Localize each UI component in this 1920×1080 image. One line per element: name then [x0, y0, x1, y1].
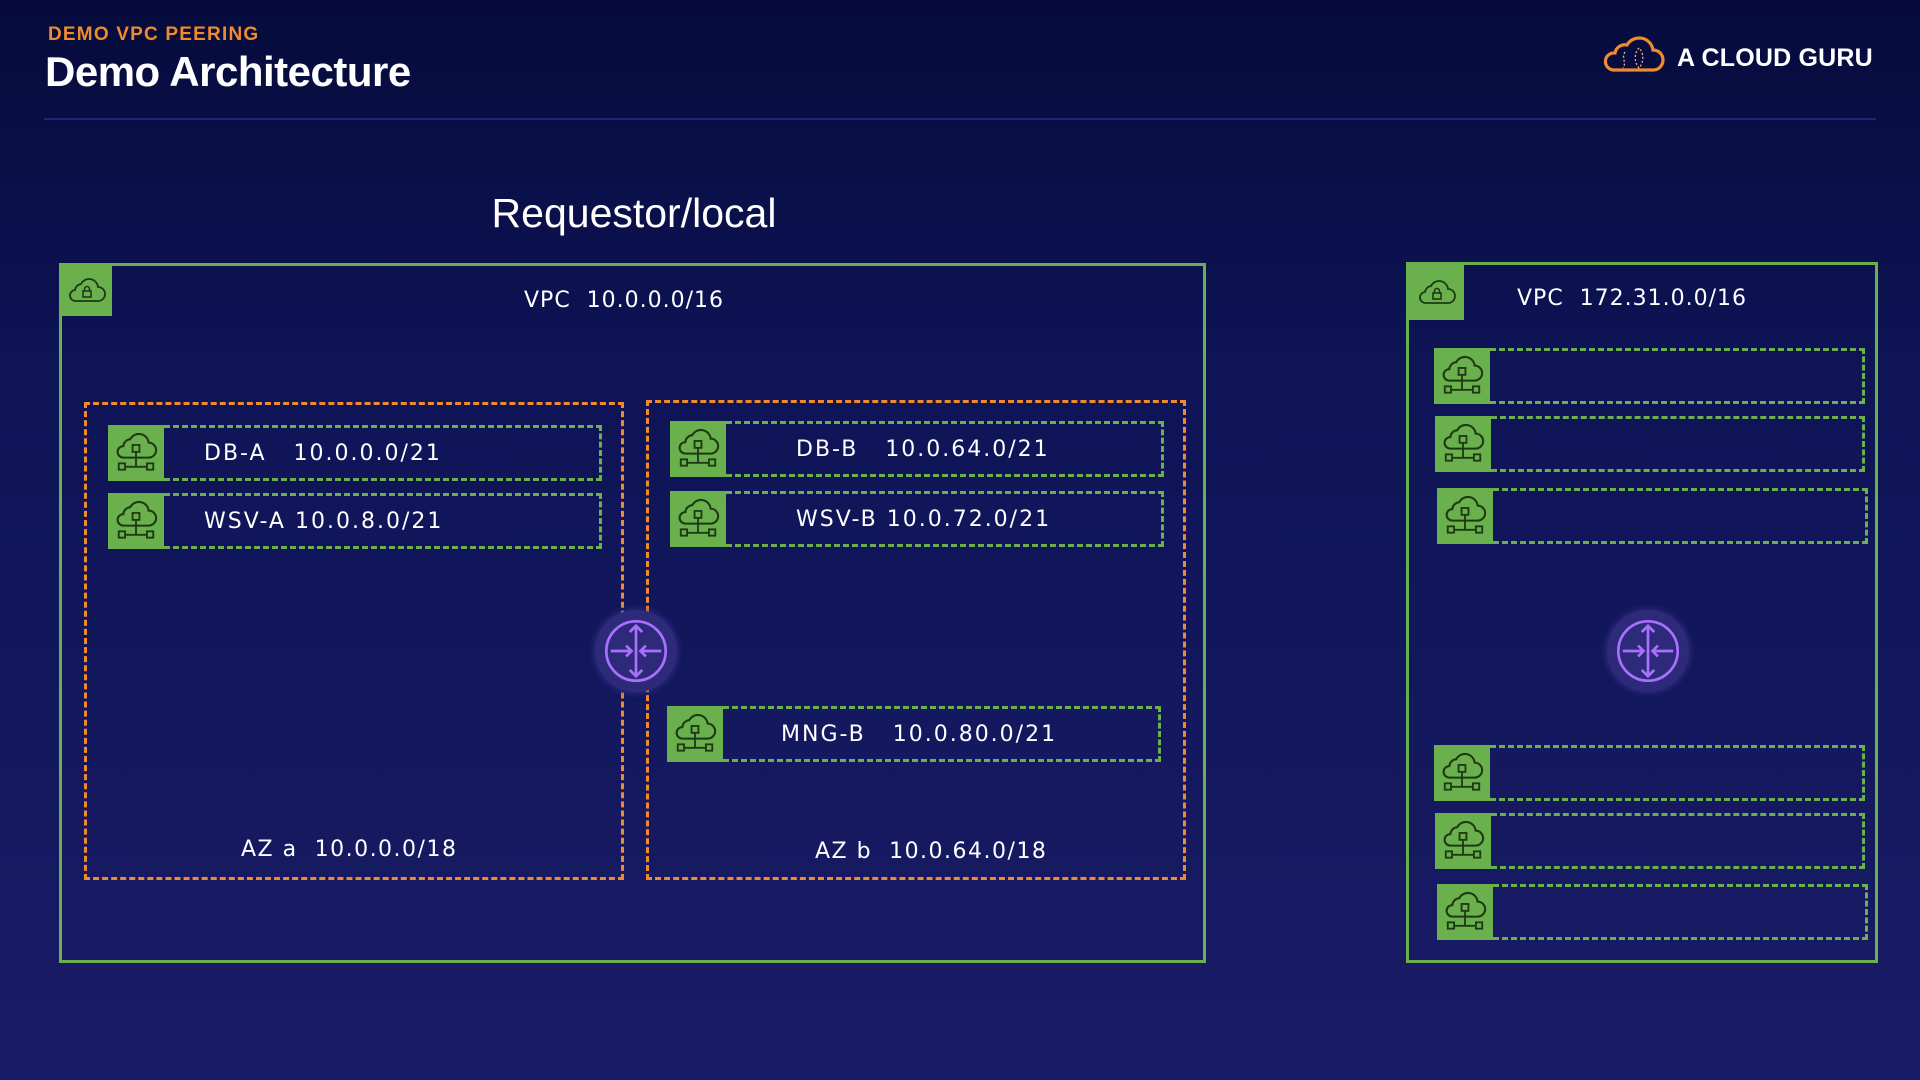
- requestor-section-title: Requestor/local: [491, 190, 777, 236]
- subnet-cloud-icon: [675, 426, 721, 472]
- subnet-cloud-icon: [675, 496, 721, 542]
- vpc-label: VPC 10.0.0.0/16: [524, 288, 725, 313]
- az-label: AZ a 10.0.0.0/18: [241, 837, 458, 862]
- subnet-box: [1491, 813, 1865, 869]
- subnet-cloud-icon: [1440, 421, 1486, 467]
- subnet-cloud-icon: [1439, 750, 1485, 796]
- subnet-accepter[interactable]: [1435, 813, 1865, 869]
- subnet-label: WSV-B 10.0.72.0/21: [796, 506, 1052, 532]
- accepter-router[interactable]: [1607, 610, 1689, 692]
- subnet-label: MNG-B 10.0.80.0/21: [781, 721, 1058, 747]
- az-label: AZ b 10.0.64.0/18: [815, 839, 1048, 864]
- subnet-cloud-icon: [113, 498, 159, 544]
- router-icon: [600, 615, 672, 687]
- section-kicker: DEMO VPC PEERING: [48, 24, 260, 45]
- subnet-badge: [1434, 348, 1490, 404]
- subnet-badge: [667, 706, 723, 762]
- subnet-badge: [1437, 488, 1493, 544]
- subnet-cloud-icon: [672, 711, 718, 757]
- subnet-wsv-a[interactable]: WSV-A 10.0.8.0/21: [108, 493, 602, 549]
- brand-logo: A CLOUD GURU: [1603, 35, 1873, 81]
- vpc-label: VPC 172.31.0.0/16: [1517, 286, 1748, 311]
- subnet-badge: [1435, 813, 1491, 869]
- subnet-box: [1493, 884, 1868, 940]
- requestor-vpc: VPC 10.0.0.0/16 DB-A 10.0.0.0/21 WSV-A 1…: [59, 263, 1206, 963]
- requestor-router[interactable]: [595, 610, 677, 692]
- cloud-guru-logo-icon: [1603, 35, 1665, 81]
- subnet-label: DB-B 10.0.64.0/21: [796, 436, 1050, 462]
- header-divider: [44, 118, 1876, 120]
- subnet-box: MNG-B 10.0.80.0/21: [723, 706, 1161, 762]
- router-icon: [1612, 615, 1684, 687]
- subnet-db-b[interactable]: DB-B 10.0.64.0/21: [670, 421, 1164, 477]
- subnet-cloud-icon: [1442, 889, 1488, 935]
- subnet-accepter[interactable]: [1435, 416, 1865, 472]
- subnet-accepter[interactable]: [1437, 488, 1868, 544]
- subnet-badge: [670, 421, 726, 477]
- page-title: Demo Architecture: [45, 48, 411, 95]
- subnet-badge: [1437, 884, 1493, 940]
- subnet-accepter[interactable]: [1434, 745, 1865, 801]
- subnet-badge: [108, 493, 164, 549]
- subnet-wsv-b[interactable]: WSV-B 10.0.72.0/21: [670, 491, 1164, 547]
- subnet-badge: [1435, 416, 1491, 472]
- subnet-badge: [670, 491, 726, 547]
- subnet-cloud-icon: [1440, 818, 1486, 864]
- vpc-badge: [62, 266, 112, 316]
- subnet-box: DB-A 10.0.0.0/21: [164, 425, 602, 481]
- subnet-box: [1491, 416, 1865, 472]
- subnet-box: [1493, 488, 1868, 544]
- subnet-cloud-icon: [113, 430, 159, 476]
- subnet-box: WSV-A 10.0.8.0/21: [164, 493, 602, 549]
- vpc-badge: [1409, 265, 1464, 320]
- accepter-vpc: VPC 172.31.0.0/16: [1406, 262, 1878, 963]
- subnet-box: WSV-B 10.0.72.0/21: [726, 491, 1164, 547]
- subnet-badge: [1434, 745, 1490, 801]
- subnet-label: DB-A 10.0.0.0/21: [204, 440, 442, 466]
- subnet-mng-b[interactable]: MNG-B 10.0.80.0/21: [667, 706, 1161, 762]
- brand-name: A CLOUD GURU: [1677, 43, 1873, 72]
- subnet-accepter[interactable]: [1437, 884, 1868, 940]
- vpc-cloud-lock-icon: [67, 275, 107, 307]
- subnet-box: [1490, 348, 1865, 404]
- subnet-box: [1490, 745, 1865, 801]
- subnet-badge: [108, 425, 164, 481]
- subnet-db-a[interactable]: DB-A 10.0.0.0/21: [108, 425, 602, 481]
- availability-zone-a: DB-A 10.0.0.0/21 WSV-A 10.0.8.0/21 AZ a …: [84, 402, 624, 880]
- subnet-accepter[interactable]: [1434, 348, 1865, 404]
- availability-zone-b: DB-B 10.0.64.0/21 WSV-B 10.0.72.0/21 MNG…: [646, 400, 1186, 880]
- vpc-cloud-lock-icon: [1417, 277, 1457, 309]
- subnet-cloud-icon: [1442, 493, 1488, 539]
- subnet-box: DB-B 10.0.64.0/21: [726, 421, 1164, 477]
- subnet-label: WSV-A 10.0.8.0/21: [204, 508, 444, 534]
- subnet-cloud-icon: [1439, 353, 1485, 399]
